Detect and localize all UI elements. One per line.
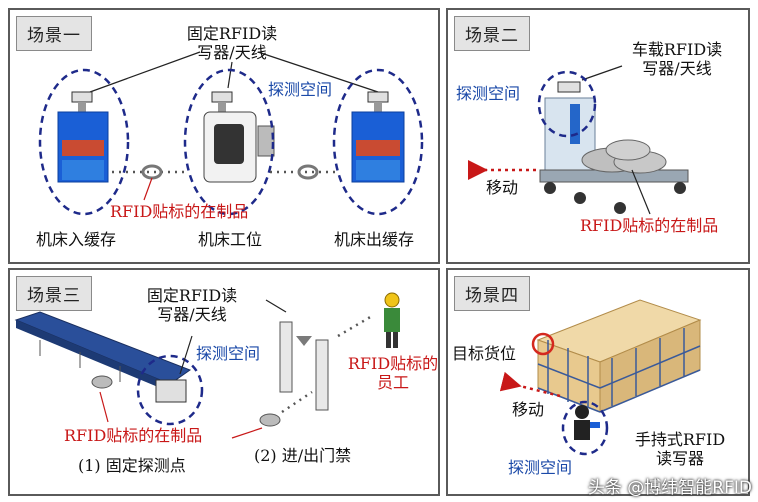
scene1-reader-line1: 固定RFID读 — [186, 24, 278, 43]
scene2-detect-label: 探测空间 — [456, 84, 521, 103]
scene1-detect-label: 探测空间 — [268, 80, 333, 99]
scene1-wip-label: RFID贴标的在制品 — [110, 202, 249, 221]
detect-zone-ellipse — [561, 400, 609, 456]
scene2-move-label: 移动 — [486, 178, 519, 197]
buffer-out-machine-icon — [351, 91, 405, 183]
scene2-wip-label: RFID贴标的在制品 — [580, 216, 719, 235]
scene2-reader-line2: 写器/天线 — [642, 59, 712, 78]
detect-zone-ellipse — [183, 68, 275, 216]
scene3-worker-line2: 员工 — [376, 373, 409, 392]
scene3-panel: 场景三 — [8, 268, 440, 496]
buffer-in-machine-icon — [57, 91, 109, 183]
detect-zone-ellipse — [38, 68, 130, 216]
scene3-detect-label: 探测空间 — [196, 344, 261, 363]
part-ring-icon — [297, 164, 319, 180]
scene3-caption-gate: (2) 进/出门禁 — [254, 446, 352, 465]
detect-zone-ellipse — [136, 354, 204, 426]
scene4-move-label: 移动 — [512, 400, 545, 419]
scene2-reader-line1: 车载RFID读 — [631, 40, 723, 59]
scene4-handheld-label: 手持式RFID 读写器 — [620, 430, 740, 468]
scene2-reader-label: 车载RFID读 写器/天线 — [622, 40, 732, 78]
scene2-panel: 场景二 — [446, 8, 750, 264]
scene3-worker-label: RFID贴标的 员工 — [338, 354, 448, 392]
station-label-buffer-in: 机床入缓存 — [36, 230, 117, 249]
target-slot-circle — [531, 332, 555, 356]
part-ring-icon — [259, 413, 281, 427]
watermark-text: 头条 @博纬智能RFID — [587, 478, 752, 498]
scene3-tag: 场景三 — [16, 276, 92, 311]
station-label-buffer-out: 机床出缓存 — [334, 230, 415, 249]
worker-icon — [384, 292, 400, 348]
scene1-reader-label: 固定RFID读 写器/天线 — [180, 24, 284, 62]
scene4-handheld-line1: 手持式RFID — [634, 430, 726, 449]
scene3-wip-label: RFID贴标的在制品 — [64, 426, 203, 445]
scene3-reader-line2: 写器/天线 — [157, 305, 227, 324]
part-ring-icon — [141, 164, 163, 180]
scene4-target-label: 目标货位 — [452, 344, 517, 363]
scene3-reader-label: 固定RFID读 写器/天线 — [140, 286, 244, 324]
scene3-reader-line1: 固定RFID读 — [146, 286, 238, 305]
scene3-caption-fixed: (1) 固定探测点 — [78, 456, 186, 475]
warehouse-rack-icon — [536, 299, 702, 413]
scene2-tag: 场景二 — [454, 16, 530, 51]
detect-zone-ellipse — [537, 70, 597, 138]
scene1-tag: 场景一 — [16, 16, 92, 51]
detect-zone-ellipse — [332, 68, 424, 216]
cart-icon — [539, 81, 689, 214]
scene4-tag: 场景四 — [454, 276, 530, 311]
rfid-gate-icon — [279, 321, 329, 411]
handheld-reader-operator-icon — [574, 405, 600, 440]
scene1-reader-line2: 写器/天线 — [197, 43, 267, 62]
scene4-detect-label: 探测空间 — [508, 458, 573, 477]
conveyor-icon — [14, 311, 192, 403]
machine-tool-icon — [203, 91, 275, 183]
station-label-machine: 机床工位 — [198, 230, 263, 249]
scene4-handheld-line2: 读写器 — [655, 449, 704, 468]
scene3-worker-line1: RFID贴标的 — [347, 354, 439, 373]
